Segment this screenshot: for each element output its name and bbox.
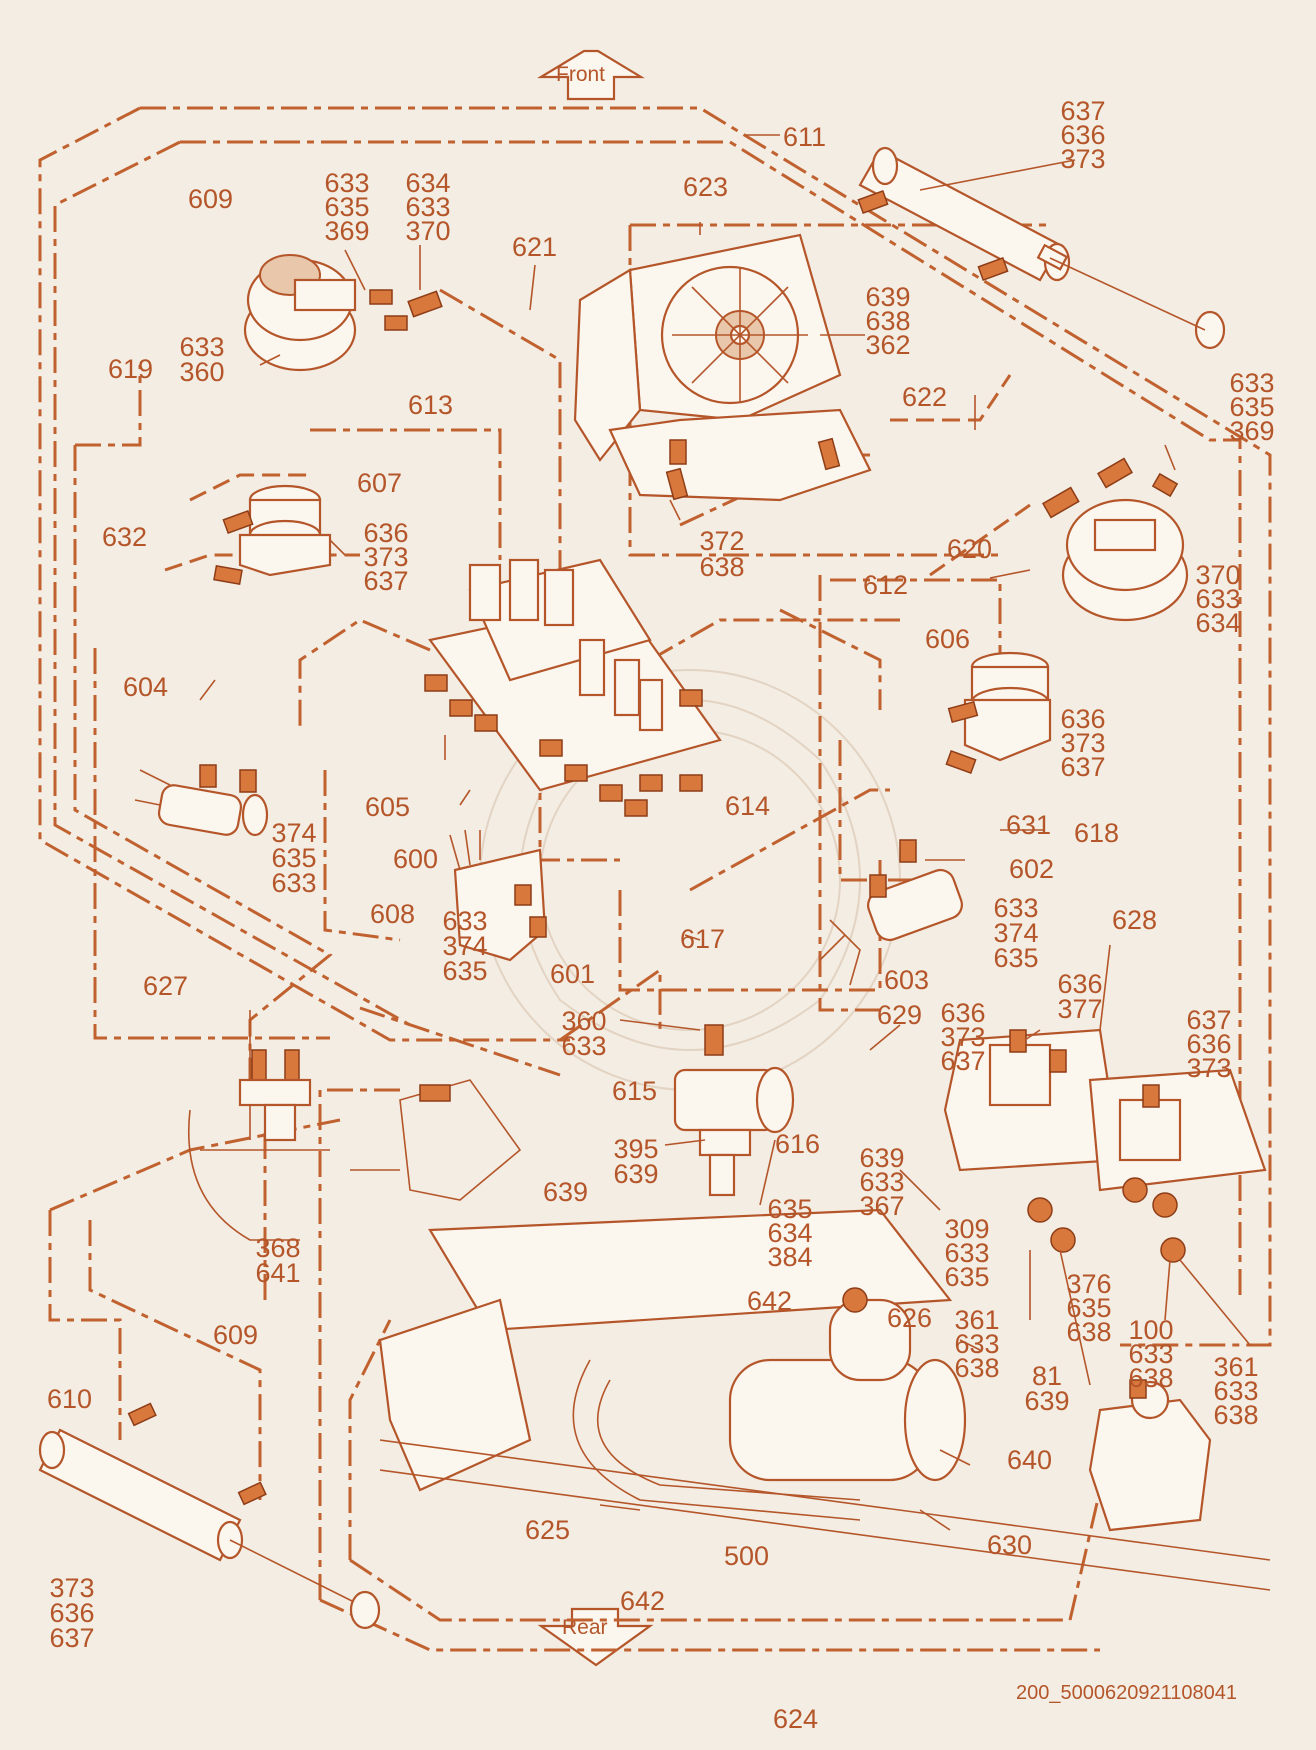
callout-623: 623	[683, 172, 728, 202]
callout-618: 618	[1074, 818, 1119, 848]
callout-500: 500	[724, 1541, 769, 1571]
callout-619: 619	[108, 354, 153, 384]
callout-602: 602	[1009, 854, 1054, 884]
front-label: Front	[556, 63, 605, 86]
callout-612: 612	[863, 570, 908, 600]
callout-628: 628	[1112, 905, 1157, 935]
callout-614: 614	[725, 791, 770, 821]
callout-630: 630	[987, 1530, 1032, 1560]
cylinder-front-right	[857, 146, 1226, 350]
callout-617: 617	[680, 924, 725, 954]
callout-606: 606	[925, 624, 970, 654]
callout-632: 632	[102, 522, 147, 552]
callout-609: 609	[188, 184, 233, 214]
callout-616: 616	[775, 1129, 820, 1159]
hydraulic-tank	[378, 1208, 1271, 1591]
filter-left	[213, 484, 332, 586]
callout-610: 610	[47, 1384, 92, 1414]
actuator-mid	[449, 829, 547, 962]
bracket-left	[188, 1010, 330, 1241]
callout-615: 615	[612, 1076, 657, 1106]
callout-621: 621	[512, 232, 557, 262]
oil-cooler-fan	[573, 233, 872, 502]
actuator-left	[134, 764, 269, 837]
callout-608: 608	[370, 899, 415, 929]
callout-601: 601	[550, 959, 595, 989]
drive-motor-left	[243, 254, 443, 372]
callout-627: 627	[143, 971, 188, 1001]
callout-642-a: 642	[747, 1286, 792, 1316]
callout-639: 639	[543, 1177, 588, 1207]
valve-right-lower	[1088, 1379, 1212, 1532]
callout-613: 613	[408, 390, 453, 420]
rear-label: Rear	[562, 1616, 608, 1639]
callout-611: 611	[783, 122, 826, 152]
callout-607: 607	[357, 468, 402, 498]
callout-625: 625	[525, 1515, 570, 1545]
drive-motor-right	[1041, 457, 1189, 622]
callout-631: 631	[1006, 810, 1051, 840]
callout-605: 605	[365, 792, 410, 822]
callout-640: 640	[1007, 1445, 1052, 1475]
callout-622: 622	[902, 382, 947, 412]
hydrostatic-pump	[943, 1028, 1267, 1263]
callout-624: 624	[773, 1704, 818, 1734]
control-valve-block	[424, 558, 722, 817]
callout-600: 600	[393, 844, 438, 874]
gear-pump	[673, 1024, 795, 1267]
cylinder-rear-left	[38, 1402, 381, 1630]
callout-609-b: 609	[213, 1320, 258, 1350]
diagram-reference-id: 200_5000620921108041	[1016, 1682, 1237, 1704]
bracket-mid	[399, 1079, 522, 1201]
leader-lines	[199, 134, 1251, 1531]
filter-right	[945, 651, 1052, 774]
rear-arrow: Rear	[537, 1607, 654, 1667]
callout-603: 603	[884, 965, 929, 995]
callout-642-b: 642	[620, 1586, 665, 1616]
callout-604: 604	[123, 672, 168, 702]
callout-620: 620	[947, 534, 992, 564]
callout-629: 629	[877, 1000, 922, 1030]
callout-626: 626	[887, 1303, 932, 1333]
front-arrow: Front	[537, 49, 645, 101]
actuator-right	[819, 839, 963, 986]
